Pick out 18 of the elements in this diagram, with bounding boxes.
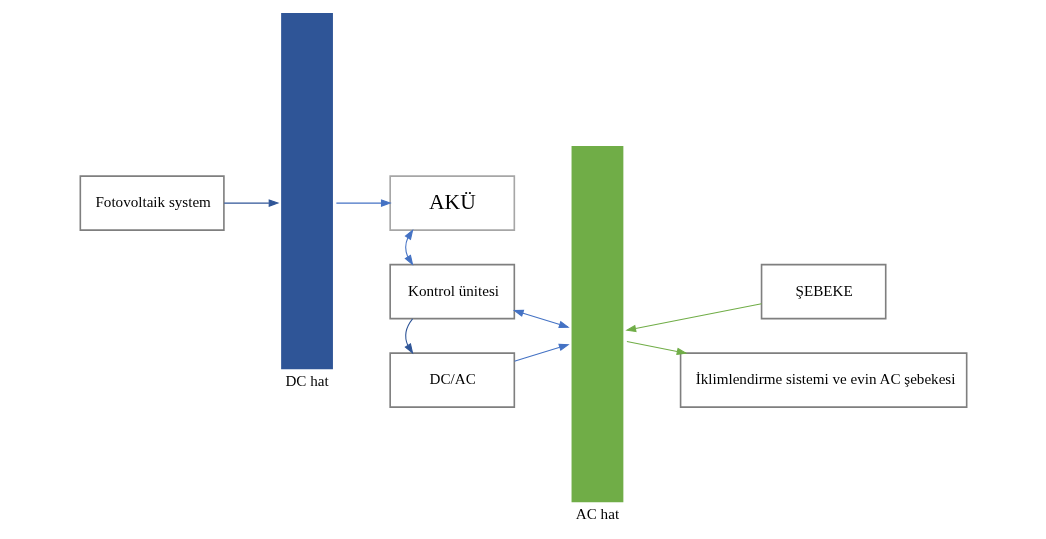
node-box — [280, 13, 333, 370]
node-label: AC hat — [575, 505, 619, 522]
node-box: Fotovoltaik system — [79, 175, 225, 231]
node-box: DC/AC — [388, 352, 515, 408]
arrow — [624, 303, 762, 333]
arrow — [335, 199, 392, 207]
node-box: AKÜ — [388, 175, 515, 231]
node-label: DC hat — [284, 372, 329, 389]
node-box: İklimlendirme sistemi ve evin AC şebekesi — [679, 352, 967, 408]
arrow — [223, 199, 279, 207]
arrow — [625, 340, 687, 356]
arrow — [512, 309, 570, 329]
node-box: Kontrol ünitesi — [388, 263, 515, 320]
node-box — [571, 145, 623, 503]
node-box: ŞEBEKE — [760, 263, 886, 320]
arrow — [403, 228, 413, 266]
arrow — [513, 343, 570, 362]
arrow — [403, 318, 413, 355]
